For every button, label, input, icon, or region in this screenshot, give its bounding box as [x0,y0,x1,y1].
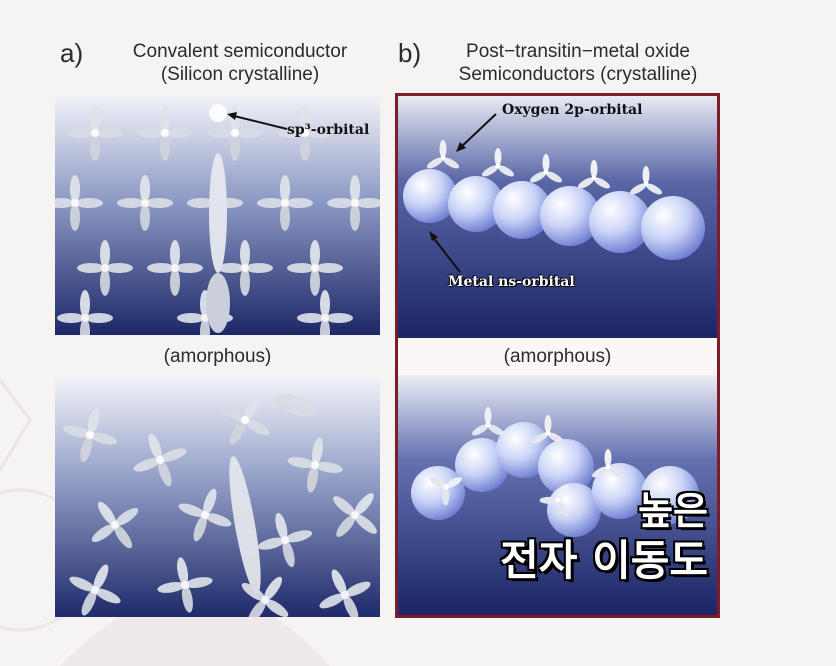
caption-line1: 높은 [637,488,709,534]
panel-b-letter: b) [398,38,422,68]
panel-a-title-line1: Convalent semiconductor [132,41,348,62]
panel-a-title: Convalent semiconductor (Silicon crystal… [100,40,380,86]
panel-b-amorphous-label: (amorphous) [503,346,612,367]
sp3-orbital-callout: sp³-orbital [287,122,370,138]
panel-b-title-line2: Semiconductors (crystalline) [458,64,698,85]
oxide-amorphous-image [398,375,717,615]
panel-a-amorphous-label: (amorphous) [163,346,272,367]
silicon-crystalline-image [55,93,380,335]
panel-b-title-line1: Post−transitin−metal oxide [466,41,690,62]
high-mobility-caption: 높은 전자 이동도 [430,488,709,588]
panel-a-title-line2: (Silicon crystalline) [160,64,320,85]
panel-a-letter: a) [60,38,84,68]
caption-line2: 전자 이동도 [499,535,709,586]
silicon-amorphous-image [55,375,380,617]
oxide-crystalline-image [398,96,717,338]
oxygen-orbital-callout: Oxygen 2p-orbital [502,102,643,118]
metal-orbital-callout: Metal ns-orbital [448,274,575,290]
panel-b-title: Post−transitin−metal oxide Semiconductor… [428,40,728,86]
